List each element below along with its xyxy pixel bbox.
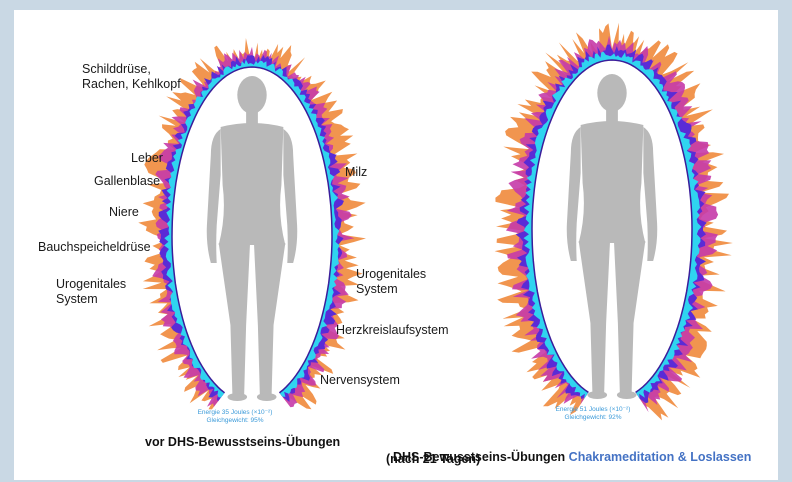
energy-readout-before: Energie 35 Joules (×10⁻²) Gleichgewicht:… <box>180 409 290 425</box>
organ-label-pancreas: Bauchspeicheldrüse <box>38 240 151 255</box>
organ-label-thyroid: Schilddrüse, Rachen, Kehlkopf <box>82 62 181 92</box>
organ-label-spleen: Milz <box>345 165 367 180</box>
energy-readout-after: Energie 51 Joules (×10⁻²) Gleichgewicht:… <box>538 406 648 422</box>
energy-value-before: Energie 35 Joules (×10⁻²) <box>180 409 290 417</box>
organ-label-urogenital-right: Urogenitales System <box>356 267 426 297</box>
caption-after-duration: (nach 21 Tagen) <box>386 452 480 467</box>
organ-label-urogenital-left: Urogenitales System <box>56 277 126 307</box>
organ-label-liver: Leber <box>131 151 163 166</box>
organ-label-gallbladder: Gallenblase <box>94 174 160 189</box>
balance-value-before: Gleichgewicht: 95% <box>180 417 290 425</box>
caption-after-accent: Chakrameditation & Loslassen <box>569 450 752 464</box>
silhouette-before <box>207 76 297 401</box>
balance-value-after: Gleichgewicht: 92% <box>538 414 648 422</box>
organ-label-cardiovascular: Herzkreislaufsystem <box>336 323 449 338</box>
caption-before: vor DHS-Bewusstseins-Übungen <box>145 435 340 450</box>
organ-label-nervous: Nervensystem <box>320 373 400 388</box>
organ-label-kidney: Niere <box>109 205 139 220</box>
silhouette-after <box>567 74 657 399</box>
energy-value-after: Energie 51 Joules (×10⁻²) <box>538 406 648 414</box>
